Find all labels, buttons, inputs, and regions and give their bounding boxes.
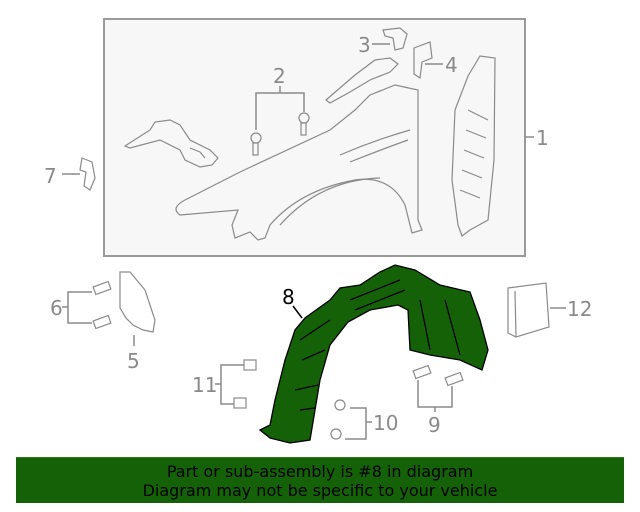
callout-7[interactable]: 7 — [44, 164, 57, 188]
callout-3[interactable]: 3 — [358, 33, 371, 57]
upper-strip[interactable] — [325, 57, 399, 104]
callout-4[interactable]: 4 — [445, 53, 458, 77]
callout-1[interactable]: 1 — [536, 126, 549, 150]
callout-5[interactable]: 5 — [127, 349, 140, 373]
callout-8[interactable]: 8 — [282, 285, 295, 309]
callout-12[interactable]: 12 — [567, 297, 592, 321]
fender-panel[interactable] — [175, 84, 423, 241]
callout-6[interactable]: 6 — [50, 296, 63, 320]
upper-bracket[interactable] — [382, 27, 408, 51]
liner-push-clips[interactable] — [330, 399, 346, 440]
lower-bracket[interactable] — [119, 271, 156, 333]
fender-liner[interactable] — [258, 264, 489, 444]
retainer-clips[interactable] — [233, 359, 257, 409]
side-bracket[interactable] — [413, 41, 433, 80]
callout-9[interactable]: 9 — [428, 413, 441, 437]
side-panel[interactable] — [451, 55, 496, 237]
callout-2[interactable]: 2 — [273, 64, 286, 88]
banner-part-note: Part or sub-assembly is #8 in diagram — [166, 461, 474, 481]
callout-10[interactable]: 10 — [373, 411, 398, 435]
fender-bolts[interactable] — [250, 112, 310, 156]
small-bracket[interactable] — [79, 157, 96, 191]
banner-disclaimer: Diagram may not be specific to your vehi… — [142, 480, 498, 500]
liner-screws[interactable] — [412, 364, 464, 387]
callout-11[interactable]: 11 — [192, 373, 217, 397]
front-bracket[interactable] — [123, 119, 219, 168]
insulator-pad[interactable] — [507, 282, 550, 338]
info-banner: Part or sub-assembly is #8 in diagram Di… — [16, 457, 624, 503]
bracket-bolts[interactable] — [92, 280, 112, 330]
